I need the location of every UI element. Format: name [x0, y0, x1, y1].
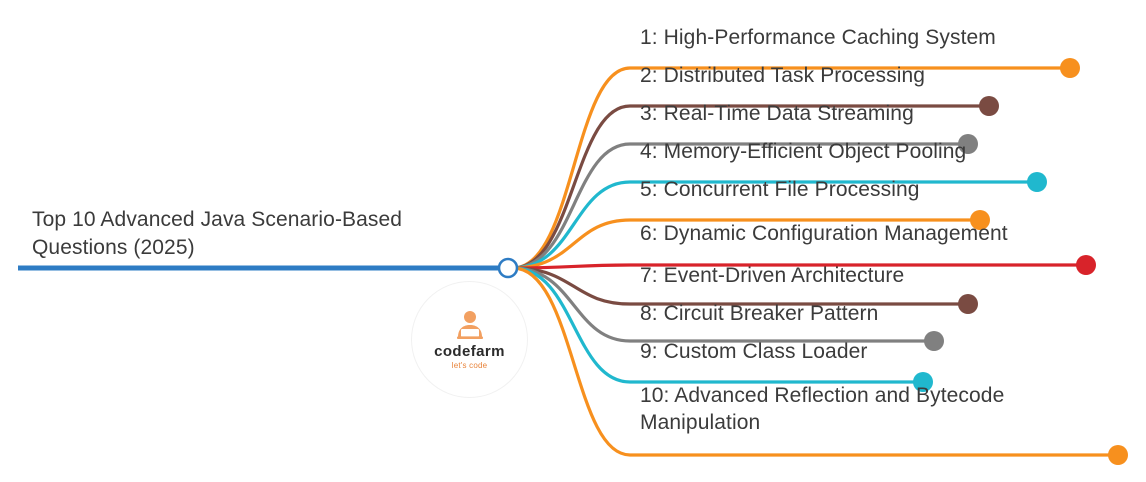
branch-label-8: 8: Circuit Breaker Pattern: [640, 302, 879, 325]
branch-endpoint-dot[interactable]: [970, 210, 990, 230]
branch-edge: [511, 66, 1072, 270]
branch-endpoint-dot[interactable]: [1060, 58, 1080, 78]
branch-label-7: 7: Event-Driven Architecture: [640, 264, 905, 287]
root-label: Top 10 Advanced Java Scenario-Based Ques…: [32, 208, 403, 259]
branch-endpoint-dot[interactable]: [1076, 255, 1096, 275]
branch-edge: [511, 266, 1120, 457]
branch-label-6: 6: Dynamic Configuration Management: [640, 222, 1008, 245]
branch-endpoint-dot[interactable]: [958, 294, 978, 314]
branch-edge: [511, 142, 970, 270]
root-hub-node: [497, 257, 519, 279]
branch-edge: [511, 218, 982, 270]
watermark-name: codefarm: [434, 342, 505, 360]
watermark-logo: codefarm let's code: [411, 281, 528, 398]
branch-endpoint-dot[interactable]: [958, 134, 978, 154]
branch-endpoint-dot[interactable]: [979, 96, 999, 116]
branch-label-1: 1: High-Performance Caching System: [640, 26, 996, 49]
person-at-laptop-icon: [456, 310, 483, 339]
branch-label-4: 4: Memory-Efficient Object Pooling: [640, 140, 967, 163]
branch-edge: [511, 266, 925, 384]
watermark-tagline: let's code: [451, 360, 488, 370]
branch-edge: [511, 180, 1039, 270]
branch-label-10: 10: Advanced Reflection and Bytecode Man…: [640, 384, 1005, 434]
branch-endpoint-dot[interactable]: [1108, 445, 1128, 465]
branch-label-2: 2: Distributed Task Processing: [640, 64, 926, 87]
branch-label-9: 9: Custom Class Loader: [640, 340, 868, 363]
branch-endpoint-dot[interactable]: [913, 372, 933, 392]
branch-edge: [511, 266, 936, 343]
branch-edge: [511, 104, 991, 270]
branch-label-5: 5: Concurrent File Processing: [640, 178, 920, 201]
branch-endpoint-dot[interactable]: [1027, 172, 1047, 192]
branch-label-3: 3: Real-Time Data Streaming: [640, 102, 914, 125]
branch-endpoint-dot[interactable]: [924, 331, 944, 351]
